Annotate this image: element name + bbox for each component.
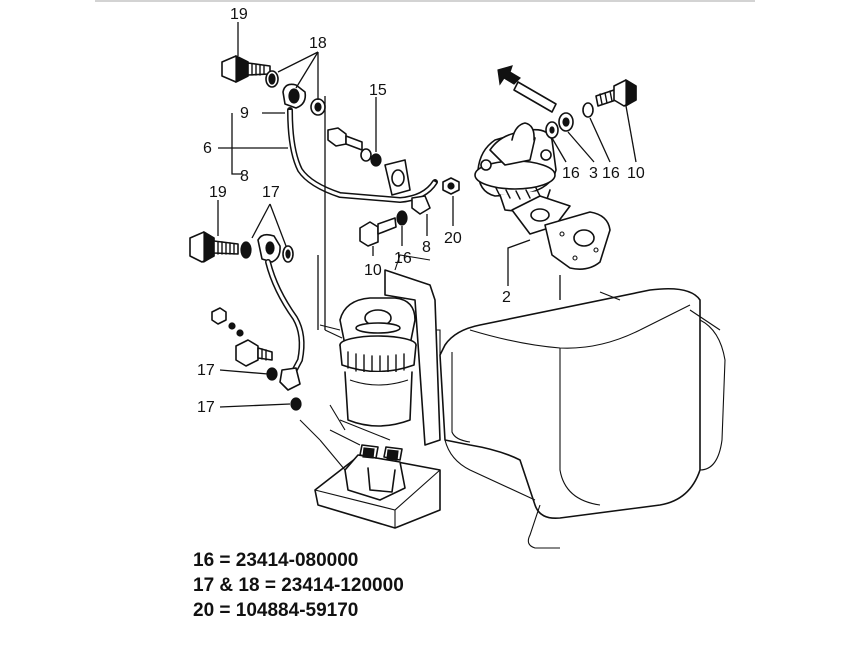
fitting-8: [411, 195, 431, 215]
engine-block: [420, 287, 726, 549]
part-number-legend: 16 = 23414-080000 17 & 18 = 23414-120000…: [193, 548, 404, 623]
legend-line-20: 20 = 104884-59170: [193, 600, 359, 621]
fuel-feed-pump: [474, 122, 571, 235]
pump-pushrod: [497, 65, 557, 113]
banjo-bolt-19-mid: [189, 230, 294, 264]
callout-10-pump: 10: [627, 165, 645, 182]
callout-leaders: [217, 22, 637, 408]
callout-19-top: 19: [230, 6, 248, 23]
callout-16-pump-a: 16: [562, 165, 580, 182]
legend-line-16: 16 = 23414-080000: [193, 550, 359, 571]
callout-3: 3: [589, 165, 598, 182]
callout-labels: 19 18 15 9 6 8 19 17 17 17 10 16 8 20 16…: [197, 6, 645, 416]
bolt-15: [327, 127, 382, 167]
callout-16-lower: 16: [394, 250, 412, 267]
pump-gasket-2: [544, 211, 611, 270]
callout-6: 6: [203, 140, 212, 157]
callout-16-pump-b: 16: [602, 165, 620, 182]
callout-17-middle: 17: [197, 362, 215, 379]
callout-17-top: 17: [262, 184, 280, 201]
callout-18: 18: [309, 35, 327, 52]
fuel-filter-assembly: [319, 254, 441, 446]
callout-17-bottom: 17: [197, 399, 215, 416]
callout-8-upper: 8: [240, 168, 249, 185]
banjo-bolt-19-top: [221, 55, 279, 88]
bolt-10-lower: [359, 210, 408, 247]
lower-bracket: [299, 404, 441, 529]
callout-2: 2: [502, 289, 511, 306]
small-bolt-left: [211, 307, 244, 337]
callout-10-lower: 10: [364, 262, 382, 279]
banjo-fitting-top: [282, 83, 326, 116]
nut-20: [442, 177, 460, 195]
callout-15: 15: [369, 82, 387, 99]
callout-9: 9: [240, 105, 249, 122]
callout-19-mid: 19: [209, 184, 227, 201]
callout-8-lower: 8: [422, 239, 431, 256]
pump-washers-bolt: [545, 78, 637, 139]
legend-line-17-18: 17 & 18 = 23414-120000: [193, 575, 404, 596]
callout-20: 20: [444, 230, 462, 247]
fuel-hose: [257, 233, 305, 391]
